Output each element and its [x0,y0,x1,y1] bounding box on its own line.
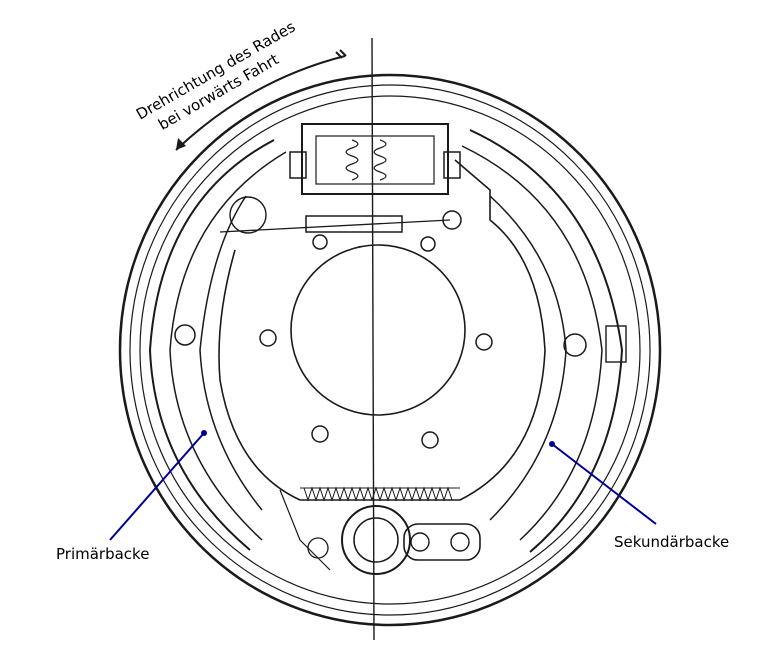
shoe-anchor-pin [174,324,196,346]
primary-shoe-pointer [109,430,207,541]
hub-bolt-hole [259,329,277,347]
hub-bolt-hole [312,234,328,250]
primary-shoe-label: Primärbacke [56,545,149,563]
secondary-shoe-label: Sekundärbacke [614,533,729,551]
shoe-retainer-clip [605,325,627,363]
rotation-arrow [175,49,347,151]
center-axis-line [371,37,375,641]
wheel-cylinder [289,123,461,195]
hub-bolt-hole [420,236,436,252]
adjuster-spring [300,486,460,502]
adjuster-linkage [219,196,462,234]
hub-bolt-hole [311,425,329,443]
wheel-hub [259,234,493,449]
primary-brake-shoe [148,139,287,551]
shoe-anchor-pin [563,333,587,357]
rotation-direction-label: Drehrichtung des Rades bei vorwärts Fahr… [133,17,299,133]
secondary-brake-shoe [461,129,624,553]
brake-drum [118,73,662,627]
hub-bolt-hole [421,431,439,449]
backing-plate [218,159,546,501]
anchor-assembly [279,489,481,575]
hub-bolt-hole [475,333,493,351]
secondary-shoe-pointer [549,441,657,525]
